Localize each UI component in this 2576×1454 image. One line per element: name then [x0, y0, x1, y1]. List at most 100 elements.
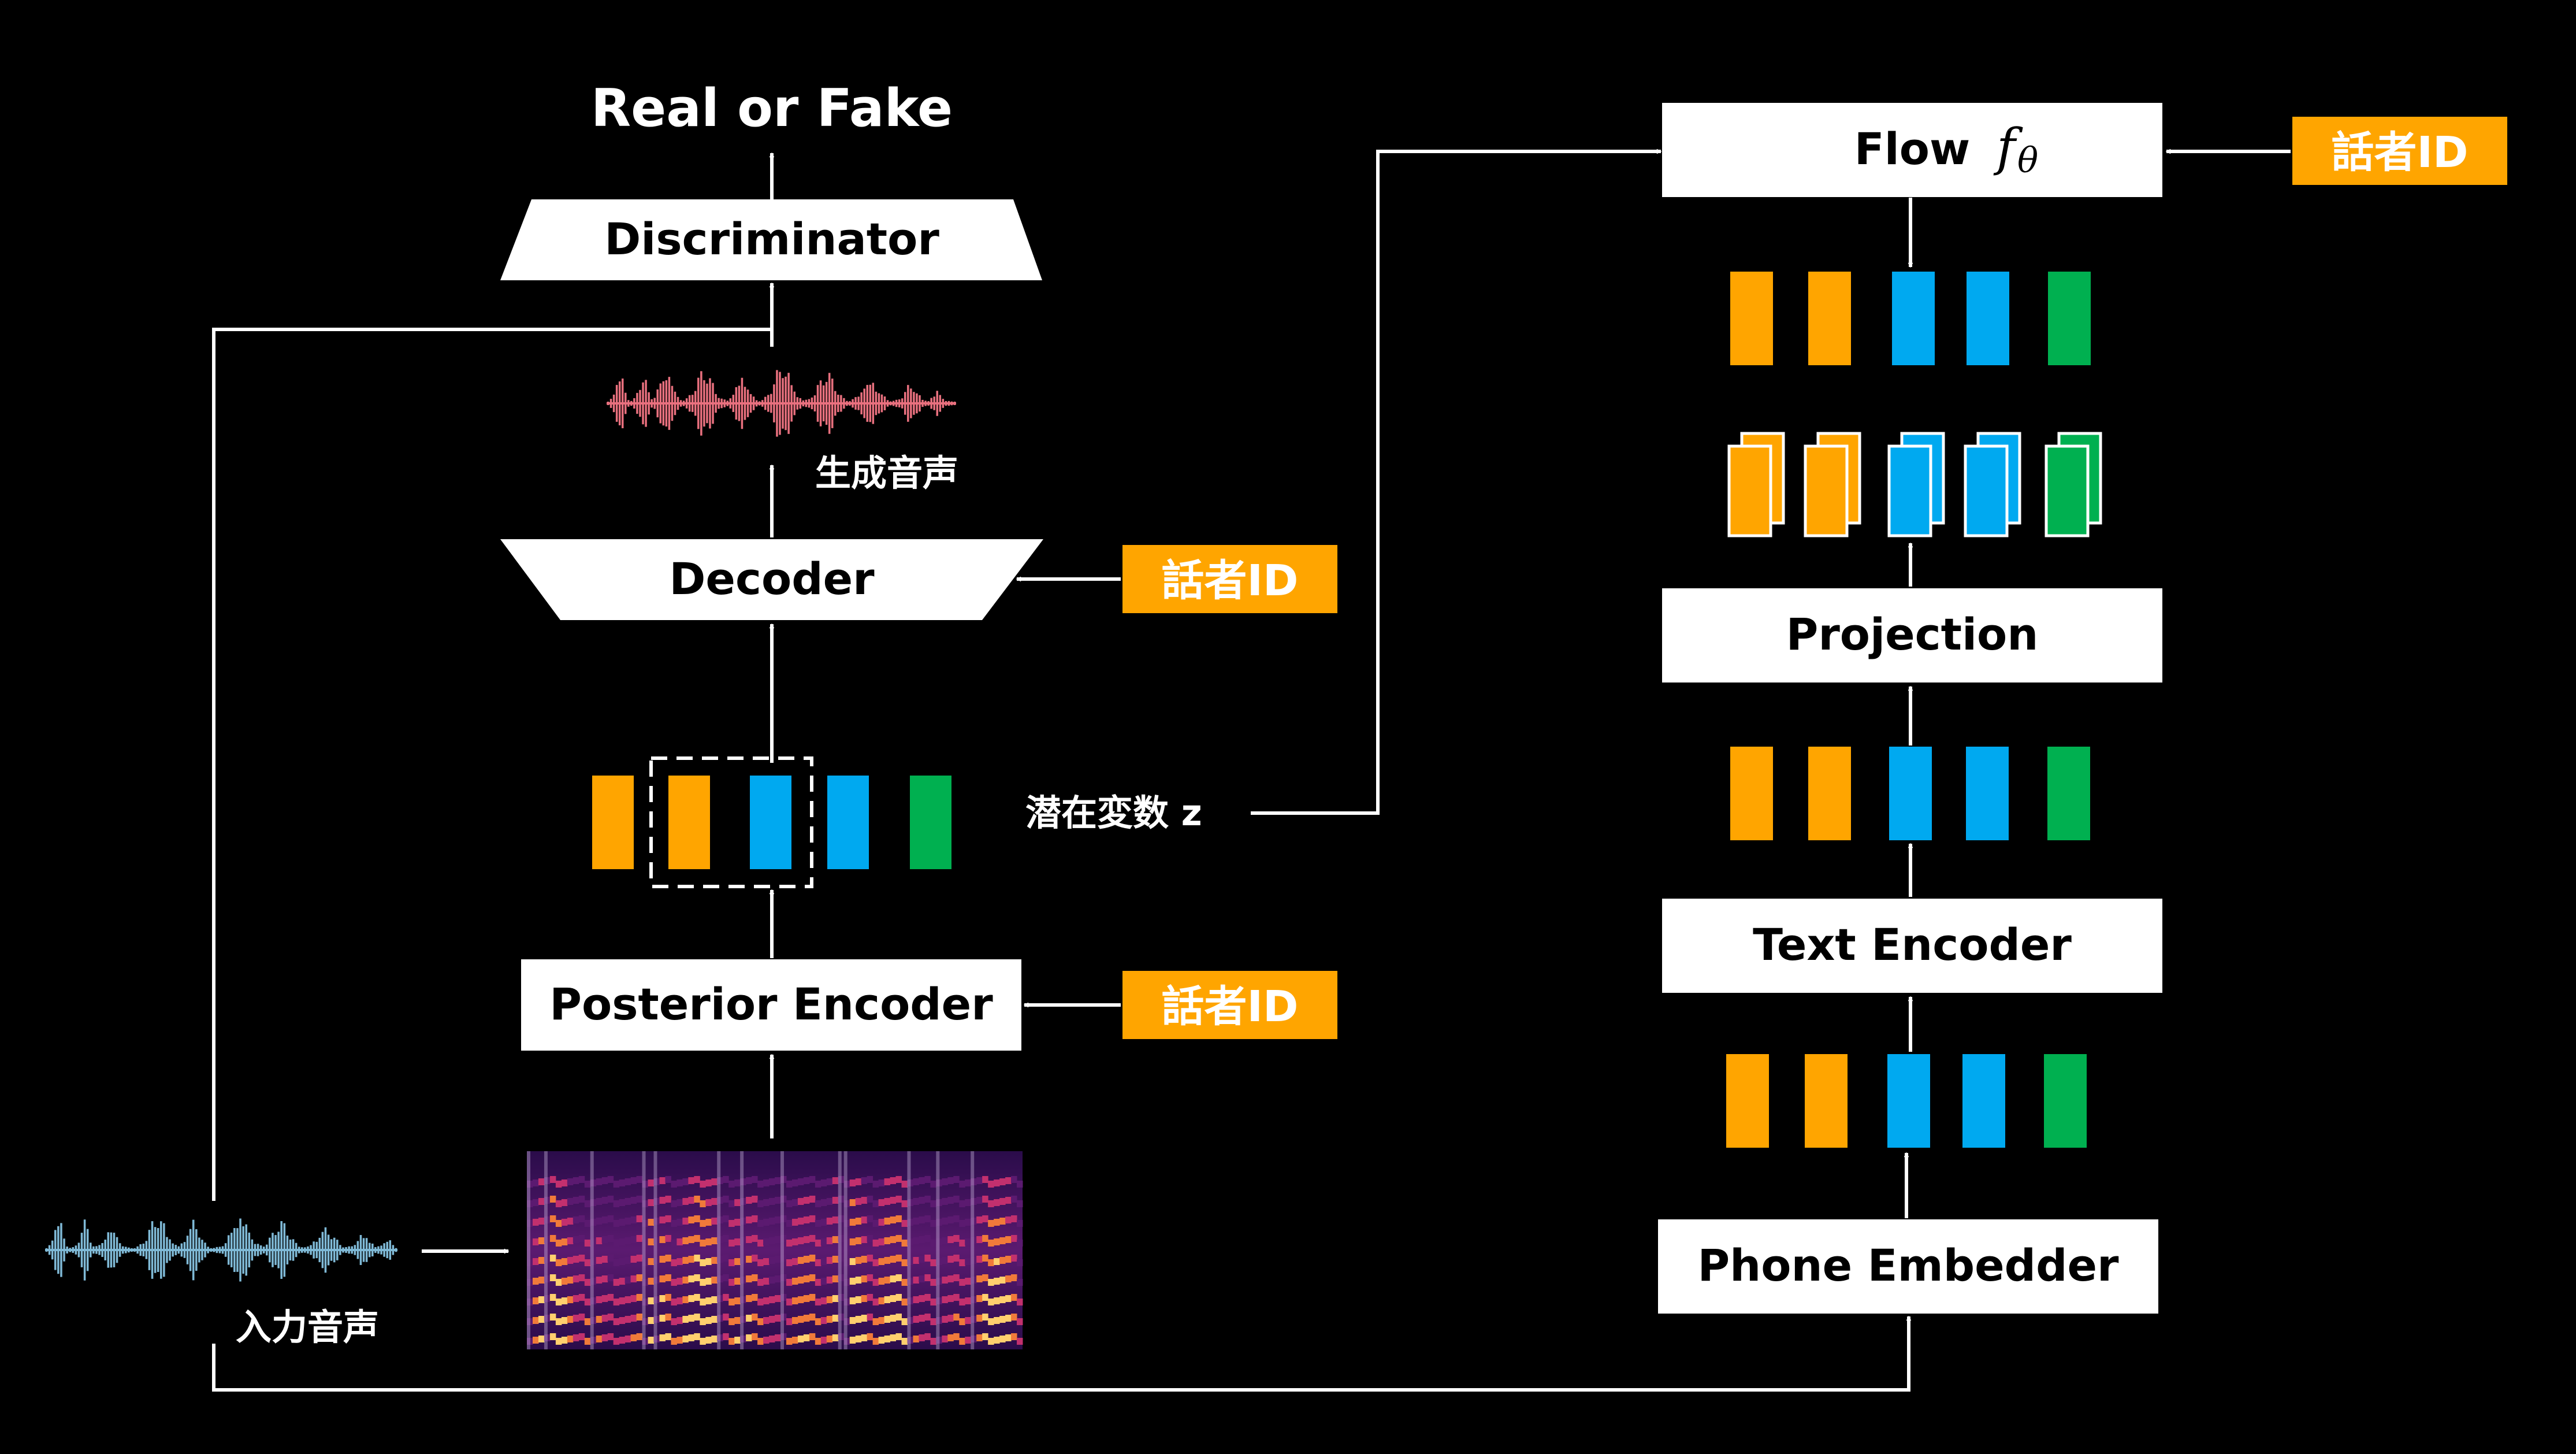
spectrogram-cell [791, 1179, 798, 1186]
spectrogram-cell [728, 1200, 735, 1207]
projection-output-token-row [1727, 432, 2102, 537]
token-orange [1730, 747, 1773, 840]
spectrogram-cell [717, 1315, 723, 1322]
spectrogram-cell [832, 1197, 839, 1204]
spectrogram-cell [671, 1240, 677, 1247]
spectrogram-cell [942, 1336, 948, 1342]
spectrogram-cell [924, 1235, 931, 1242]
spectrogram-cell [659, 1275, 666, 1282]
spectrogram-cell [619, 1179, 626, 1186]
flow-shape [1662, 103, 2162, 197]
spectrogram-cell [1005, 1177, 1012, 1184]
spectrogram-cell [682, 1296, 689, 1303]
spectrogram-cell [826, 1336, 833, 1342]
spectrogram-cell [653, 1237, 660, 1244]
flow-subscript: θ [2017, 140, 2038, 181]
spectrogram-cell [590, 1317, 597, 1324]
spectrogram-cell [775, 1256, 781, 1263]
spectrogram-cell [861, 1236, 868, 1243]
spectrogram-cell [630, 1256, 637, 1263]
spectrogram-onset [740, 1151, 744, 1349]
spectrogram-cell [555, 1220, 562, 1227]
spectrogram-cell [838, 1176, 845, 1183]
latent-to-flow-line [1251, 151, 1661, 815]
spectrogram-cell [763, 1258, 770, 1265]
spectrogram-cell [752, 1196, 758, 1203]
spectrogram-cell [1005, 1295, 1012, 1302]
spectrogram-cell [676, 1278, 683, 1285]
spectrogram-cell [855, 1178, 862, 1185]
spectrogram-cell [573, 1295, 579, 1302]
spectrogram-cell [890, 1256, 897, 1263]
spectrogram-cell [561, 1238, 568, 1245]
spectrogram-onset [590, 1151, 594, 1349]
spectrogram-cell [567, 1296, 574, 1303]
spectrogram-cell [843, 1318, 850, 1325]
token-blue [1892, 272, 1935, 365]
spectrogram-cell [671, 1318, 677, 1325]
spectrogram-cell [578, 1255, 585, 1262]
spectrogram-cell [838, 1255, 845, 1262]
spectrogram-cell [723, 1255, 729, 1262]
spectrogram-cell [895, 1314, 902, 1321]
flow-label: Flow [1854, 123, 1970, 175]
projection-label: Projection [1786, 609, 2039, 660]
spectrogram-cell [596, 1296, 603, 1303]
spectrogram-cell [688, 1256, 694, 1263]
spectrogram-cell [694, 1176, 700, 1183]
spectrogram-cell [919, 1295, 925, 1302]
spectrogram-cell [584, 1259, 591, 1266]
spectrogram-cell [769, 1336, 775, 1342]
spectrogram-cell [769, 1237, 775, 1244]
spectrogram-cell [786, 1240, 793, 1247]
spectrogram-cell [659, 1236, 666, 1243]
spectrogram-cell [878, 1219, 885, 1226]
spectrogram-cell [694, 1314, 700, 1321]
spectrogram-cell [913, 1218, 919, 1225]
spectrogram-cell [538, 1218, 545, 1225]
spectrogram-cell [867, 1314, 873, 1321]
spectrogram-cell [971, 1336, 977, 1342]
spectrogram-cell [746, 1295, 752, 1302]
speaker-id-badge-shape [1122, 971, 1337, 1039]
spectrogram-cell [625, 1218, 631, 1225]
spectrogram-cell [752, 1176, 758, 1183]
spectrogram-cell [700, 1338, 706, 1345]
spectrogram-onset [642, 1151, 646, 1349]
spectrogram-cell [584, 1299, 591, 1305]
spectrogram-cell [999, 1336, 1006, 1342]
spectrogram-cell [890, 1177, 897, 1184]
spectrogram-cell [936, 1337, 942, 1344]
spectrogram-cell [688, 1334, 694, 1341]
spectrogram-cell [596, 1316, 603, 1323]
spectrogram-cell [890, 1236, 897, 1243]
spectrogram-cell [538, 1316, 545, 1323]
spectrogram-cell [734, 1219, 741, 1226]
spectrogram-cell [682, 1257, 689, 1264]
spectrogram-cell [930, 1259, 936, 1266]
spectrogram-cell [538, 1237, 545, 1244]
spectrogram-cell [826, 1257, 833, 1264]
spectrogram-cell [642, 1240, 649, 1247]
spectrogram-onset [717, 1151, 721, 1349]
spectrogram-cell [976, 1334, 983, 1341]
spectrogram-cell [527, 1259, 533, 1266]
spectrogram-cell [630, 1275, 637, 1282]
spectrogram-onset [838, 1151, 842, 1349]
spectrogram-cell [878, 1179, 885, 1186]
spectrogram-cell [930, 1240, 936, 1247]
spectrogram-cell [561, 1337, 568, 1344]
spectrogram-onset [971, 1151, 975, 1349]
spectrogram-cell [694, 1255, 700, 1262]
spectrogram-cell [659, 1334, 666, 1341]
spectrogram-cell [746, 1275, 752, 1282]
spectrogram-cell [555, 1279, 562, 1286]
token-green [910, 776, 951, 869]
spectrogram-cell [711, 1218, 718, 1225]
spectrogram-cell [797, 1336, 804, 1342]
spectrogram-cell [653, 1336, 660, 1342]
spectrogram-cell [549, 1255, 556, 1262]
spectrogram-cell [601, 1236, 608, 1243]
spectrogram-cell [809, 1235, 816, 1242]
spectrogram-cell [607, 1235, 614, 1242]
